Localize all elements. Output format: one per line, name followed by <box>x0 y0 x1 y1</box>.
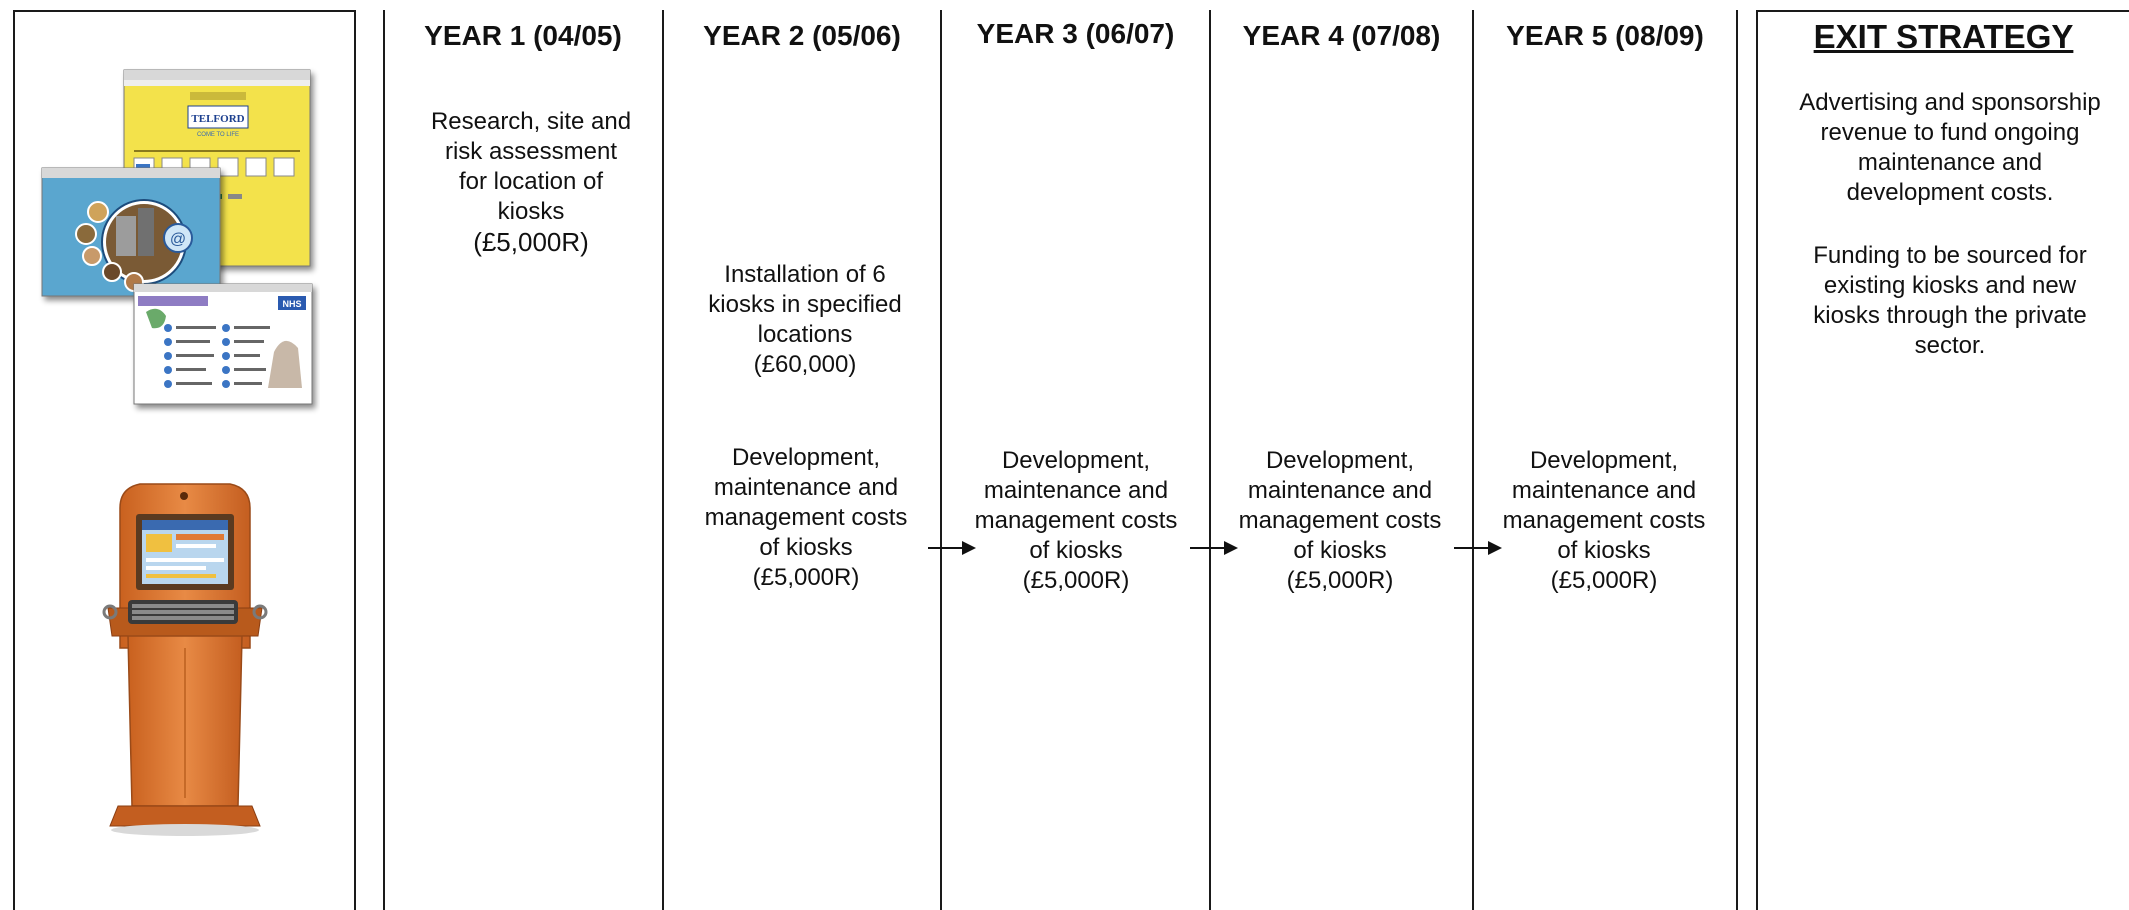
frame-top-border-exit <box>1756 10 2129 12</box>
devcost-line: Development, <box>1001 447 1151 474</box>
year2-installation-cost: (£60,000) <box>753 351 857 378</box>
year1-research-cost: (£5,000R) <box>473 227 589 257</box>
devcost-line: of kiosks <box>759 534 853 561</box>
frame-divider-image-column <box>354 10 356 910</box>
devcost-line: maintenance and <box>983 477 1169 504</box>
site-brand-text: TELFORD <box>191 113 244 125</box>
year2-installation-line: locations <box>757 321 853 348</box>
devcost-line: maintenance and <box>1247 477 1433 504</box>
exit-strategy-paragraph-2: Funding to be sourced for existing kiosk… <box>1770 241 2129 361</box>
devcost-line: of kiosks <box>1293 537 1387 564</box>
devcost-line: Development, <box>731 444 881 471</box>
devcost-line: management costs <box>1502 507 1706 534</box>
year2-development-costs: Development, maintenance and management … <box>678 443 934 593</box>
frame-divider-year3-year4 <box>1209 10 1211 910</box>
devcost-line: Development, <box>1529 447 1679 474</box>
year1-research-text: Research, site and risk assessment for l… <box>384 107 678 257</box>
devcost-line: Development, <box>1265 447 1415 474</box>
exit-line: kiosks through the private <box>1813 302 2087 329</box>
year4-heading: YEAR 4 (07/08) <box>1242 20 1441 51</box>
frame-left-border <box>13 10 15 910</box>
frame-divider-exit-left <box>1756 10 1758 910</box>
devcost-cost: (£5,000R) <box>1022 567 1130 594</box>
year1-research-line: for location of <box>458 168 604 195</box>
exit-strategy-paragraph-1: Advertising and sponsorship revenue to f… <box>1770 88 2129 208</box>
arrow-year2-to-year3 <box>928 541 976 555</box>
devcost-line: management costs <box>1238 507 1442 534</box>
devcost-line: maintenance and <box>713 474 899 501</box>
year5-heading: YEAR 5 (08/09) <box>1506 20 1704 51</box>
frame-top-border-image <box>13 10 356 12</box>
year2-installation-text: Installation of 6 kiosks in specified lo… <box>664 260 946 380</box>
devcost-line: of kiosks <box>1557 537 1651 564</box>
devcost-line: management costs <box>974 507 1178 534</box>
exit-line: sector. <box>1914 332 1986 359</box>
site-nhs-logo: NHS <box>282 299 301 309</box>
year2-installation-line: kiosks in specified <box>708 291 902 318</box>
year1-research-line: Research, site and <box>430 108 632 135</box>
year4-development-costs: Development, maintenance and management … <box>1212 446 1468 596</box>
svg-text:@: @ <box>170 231 186 248</box>
year1-heading: YEAR 1 (04/05) <box>424 20 622 51</box>
year1-research-line: risk assessment <box>444 138 618 165</box>
exit-line: Advertising and sponsorship <box>1799 89 2101 116</box>
year3-development-costs: Development, maintenance and management … <box>948 446 1204 596</box>
devcost-cost: (£5,000R) <box>1286 567 1394 594</box>
frame-divider-year2-year3 <box>940 10 942 910</box>
kiosk-image <box>102 483 268 836</box>
frame-divider-year5-right <box>1736 10 1738 910</box>
website-screenshots-image: TELFORD COME TO LIFE @ NHS <box>41 69 313 405</box>
site-brand-subtext: COME TO LIFE <box>197 132 239 138</box>
devcost-line: of kiosks <box>1029 537 1123 564</box>
exit-line: development costs. <box>1846 179 2054 206</box>
year2-installation-line: Installation of 6 <box>724 261 886 288</box>
frame-divider-year1-left <box>383 10 385 910</box>
frame-divider-year1-year2 <box>662 10 664 910</box>
exit-strategy-heading: EXIT STRATEGY <box>1813 18 2074 55</box>
arrow-year4-to-year5 <box>1454 541 1502 555</box>
exit-line: existing kiosks and new <box>1823 272 2077 299</box>
exit-line: Funding to be sourced for <box>1813 242 2087 269</box>
exit-line: revenue to fund ongoing <box>1820 119 2080 146</box>
year1-research-line: kiosks <box>497 198 565 225</box>
devcost-line: maintenance and <box>1511 477 1697 504</box>
devcost-line: management costs <box>704 504 908 531</box>
exit-line: maintenance and <box>1857 149 2043 176</box>
year3-heading: YEAR 3 (06/07) <box>976 18 1175 49</box>
devcost-cost: (£5,000R) <box>752 564 860 591</box>
arrow-year3-to-year4 <box>1190 541 1238 555</box>
year2-heading: YEAR 2 (05/06) <box>703 20 901 51</box>
devcost-cost: (£5,000R) <box>1550 567 1658 594</box>
frame-divider-year4-year5 <box>1472 10 1474 910</box>
year5-development-costs: Development, maintenance and management … <box>1476 446 1732 596</box>
